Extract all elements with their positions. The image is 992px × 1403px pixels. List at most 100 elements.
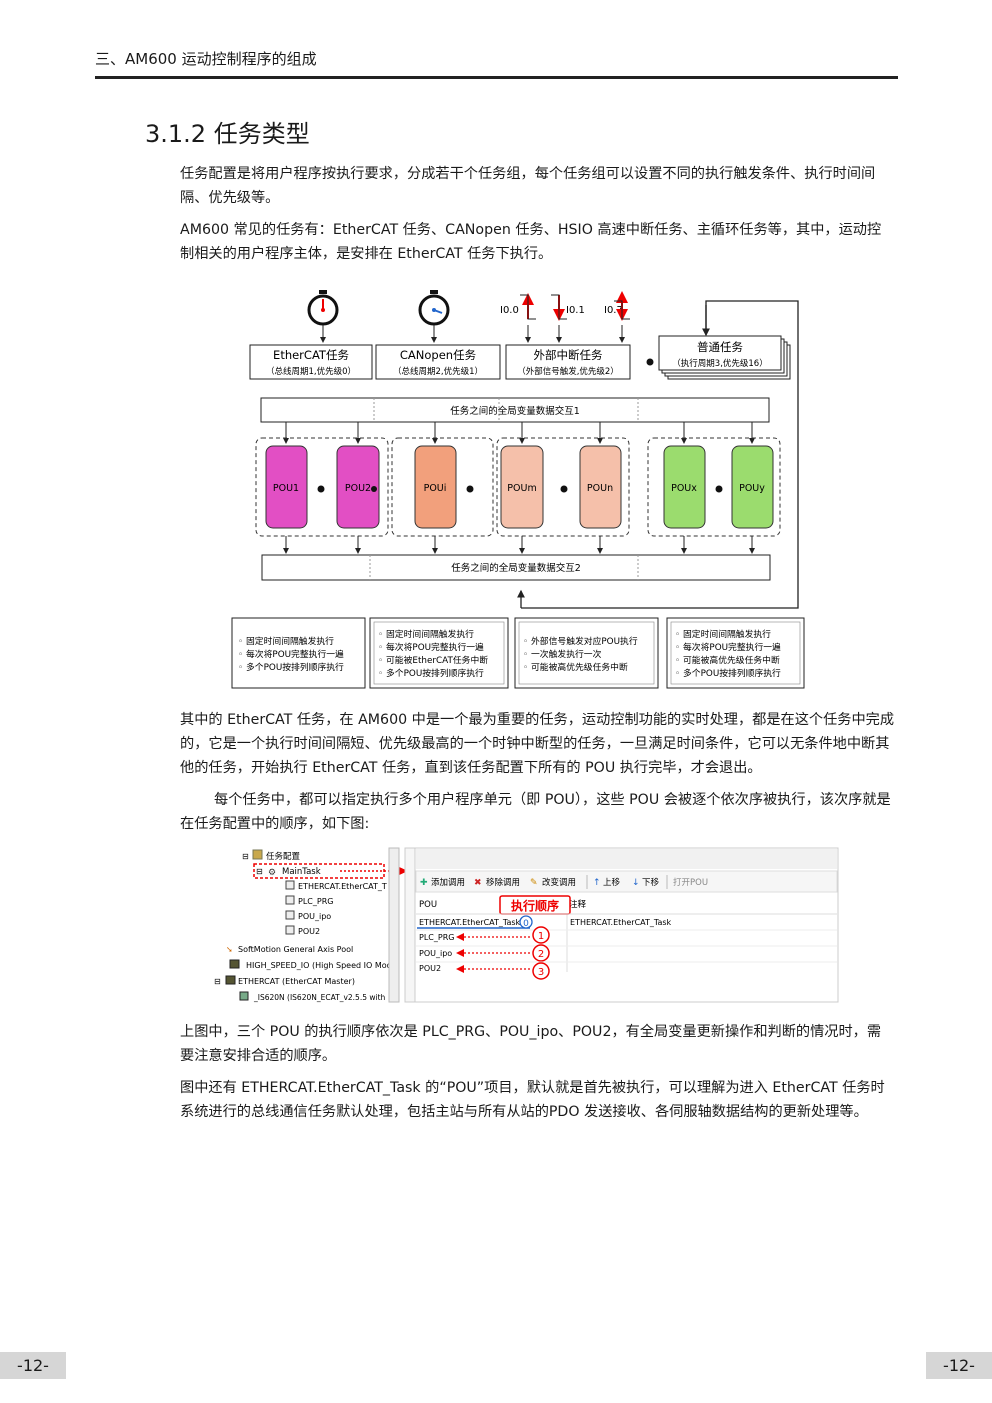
svg-text:任务之间的全局变量数据交互2: 任务之间的全局变量数据交互2	[451, 562, 581, 574]
data-exchange-bar-2: 任务之间的全局变量数据交互2	[261, 554, 771, 581]
svg-text:（执行周期3,优先级16）: （执行周期3,优先级16）	[672, 358, 767, 369]
device-tree[interactable]: ⊟ 任务配置 ⊟ ⚙ MainTask ETHERCAT.EtherCAT_T …	[214, 849, 408, 1002]
call-table: POU 注释 执行顺序 ETHERCAT.EtherCAT_Task ETHER…	[416, 895, 837, 980]
edit-icon: ✎	[530, 878, 538, 888]
svg-text:3: 3	[538, 967, 544, 978]
svg-text:◦ 可能被高优先级任务中断: ◦ 可能被高优先级任务中断	[523, 661, 628, 673]
axis-pool-icon: ➘	[226, 945, 233, 954]
svg-text:1: 1	[538, 931, 544, 942]
toolbar: ✚ 添加调用 ✖ 移除调用 ✎ 改变调用 ↑ 上移 ↓ 下移 打开POU	[420, 875, 708, 889]
paragraph-6: 图中还有 ETHERCAT.EtherCAT_Task 的“POU”项目，默认就…	[180, 1080, 885, 1120]
svg-text:◦ 每次将POU完整执行一遍: ◦ 每次将POU完整执行一遍	[378, 641, 484, 653]
svg-text:POU2: POU2	[419, 964, 441, 973]
plus-icon: ✚	[420, 878, 428, 888]
pou-block: POUi	[414, 445, 457, 529]
folder-icon	[252, 849, 263, 860]
paragraph-3: 其中的 EtherCAT 任务，在 AM600 中是一个最为重要的任务，运动控制…	[180, 712, 895, 776]
io-label-i07: I0.7	[604, 305, 623, 316]
task-canopen: CANopen任务 （总线周期2,优先级1）	[375, 344, 501, 380]
change-call-button[interactable]: ✎ 改变调用	[530, 877, 576, 888]
table-row[interactable]: ETHERCAT.EtherCAT_Task ETHERCAT.EtherCAT…	[417, 915, 672, 929]
svg-text:◦ 多个POU按排列顺序执行: ◦ 多个POU按排列顺序执行	[378, 667, 484, 679]
svg-text:打开POU: 打开POU	[673, 877, 708, 888]
add-call-button[interactable]: ✚ 添加调用	[420, 877, 465, 888]
move-up-button[interactable]: ↑ 上移	[593, 877, 621, 888]
pou-block: POUm	[500, 445, 544, 529]
table-row[interactable]: POU2 3	[419, 962, 550, 980]
table-row[interactable]: POU_ipo 2	[419, 944, 550, 962]
svg-text:⊟: ⊟	[242, 852, 249, 861]
svg-text:（外部信号触发,优先级2）: （外部信号触发,优先级2）	[517, 366, 619, 377]
svg-text:任务配置: 任务配置	[266, 851, 301, 862]
svg-text:◦ 多个POU按排列顺序执行: ◦ 多个POU按排列顺序执行	[238, 661, 344, 673]
svg-text:下移: 下移	[642, 877, 660, 888]
note-box-4: ◦ 固定时间间隔触发执行 ◦ 每次将POU完整执行一遍 ◦ 可能被高优先级任务中…	[666, 617, 805, 689]
svg-text:POUn: POUn	[587, 483, 613, 494]
svg-text:⊟: ⊟	[256, 867, 263, 876]
svg-text:上移: 上移	[603, 877, 621, 888]
clock-icon	[418, 290, 450, 343]
move-down-button[interactable]: ↓ 下移	[632, 877, 660, 888]
svg-text:POU2: POU2	[298, 927, 320, 936]
svg-text:EtherCAT任务: EtherCAT任务	[273, 348, 349, 362]
svg-text:HIGH_SPEED_IO (High Speed IO M: HIGH_SPEED_IO (High Speed IO Mod	[246, 961, 392, 970]
column-header-pou: POU	[419, 900, 437, 910]
svg-text:◦ 每次将POU完整执行一遍: ◦ 每次将POU完整执行一遍	[238, 648, 344, 660]
svg-text:添加调用: 添加调用	[431, 877, 465, 888]
table-row[interactable]: PLC_PRG 1	[419, 926, 550, 944]
svg-text:◦ 一次触发执行一次: ◦ 一次触发执行一次	[523, 648, 602, 660]
svg-text:◦ 外部信号触发对应POU执行: ◦ 外部信号触发对应POU执行	[523, 635, 638, 647]
task-config-screenshot: ⊟ 任务配置 ⊟ ⚙ MainTask ETHERCAT.EtherCAT_T …	[212, 846, 840, 1004]
paragraph-5: 上图中，三个 POU 的执行顺序依次是 PLC_PRG、POU_ipo、POU2…	[180, 1024, 882, 1064]
task-external-interrupt: 外部中断任务 （外部信号触发,优先级2）	[505, 344, 631, 380]
svg-text:执行顺序: 执行顺序	[511, 898, 559, 913]
clock-icon	[307, 290, 339, 343]
page-header: 三、AM600 运动控制程序的组成	[95, 50, 317, 68]
svg-text:POU1: POU1	[273, 483, 299, 494]
svg-text:◦ 固定时间间隔触发执行: ◦ 固定时间间隔触发执行	[675, 628, 771, 640]
svg-text:⊟: ⊟	[214, 977, 221, 986]
svg-text:改变调用: 改变调用	[542, 877, 576, 888]
pou-block: POU2	[336, 445, 380, 529]
arrow-up-icon: ↑	[593, 878, 601, 888]
tree-scrollbar[interactable]	[388, 847, 400, 1003]
pou-block: POU1	[265, 445, 308, 529]
svg-text:（总线周期1,优先级0）: （总线周期1,优先级0）	[266, 366, 356, 377]
open-pou-button[interactable]: 打开POU	[673, 877, 708, 888]
svg-text:_IS620N (IS620N_ECAT_v2.5.5 wi: _IS620N (IS620N_ECAT_v2.5.5 with	[253, 993, 386, 1002]
svg-text:ETHERCAT (EtherCAT Master): ETHERCAT (EtherCAT Master)	[238, 977, 355, 986]
note-box-3: ◦ 外部信号触发对应POU执行 ◦ 一次触发执行一次 ◦ 可能被高优先级任务中断	[514, 617, 659, 689]
svg-text:ETHERCAT.EtherCAT_T: ETHERCAT.EtherCAT_T	[298, 882, 387, 891]
svg-text:ETHERCAT.EtherCAT_Task: ETHERCAT.EtherCAT_Task	[570, 918, 672, 927]
svg-text:CANopen任务: CANopen任务	[400, 348, 477, 362]
section-title: 3.1.2 任务类型	[145, 120, 310, 148]
svg-text:◦ 固定时间间隔触发执行: ◦ 固定时间间隔触发执行	[378, 628, 474, 640]
note-box-1: ◦ 固定时间间隔触发执行 ◦ 每次将POU完整执行一遍 ◦ 多个POU按排列顺序…	[231, 617, 366, 689]
svg-text:◦ 每次将POU完整执行一遍: ◦ 每次将POU完整执行一遍	[675, 641, 781, 653]
arrow-down-icon: ↓	[632, 878, 640, 888]
note-box-2: ◦ 固定时间间隔触发执行 ◦ 每次将POU完整执行一遍 ◦ 可能被EtherCA…	[369, 617, 509, 689]
paragraph-2: AM600 常见的任务有：EtherCAT 任务、CANopen 任务、HSIO…	[180, 222, 882, 262]
signal-pulse-icon	[520, 291, 630, 343]
data-exchange-bar-1: 任务之间的全局变量数据交互1	[260, 397, 770, 423]
svg-text:POUm: POUm	[507, 483, 536, 494]
remove-call-button[interactable]: ✖ 移除调用	[474, 877, 520, 888]
svg-text:◦ 可能被高优先级任务中断: ◦ 可能被高优先级任务中断	[675, 654, 780, 666]
page-number-right: -12-	[926, 1352, 992, 1379]
header-rule	[95, 76, 898, 79]
svg-text:（总线周期2,优先级1）: （总线周期2,优先级1）	[393, 366, 483, 377]
svg-text:◦ 多个POU按排列顺序执行: ◦ 多个POU按排列顺序执行	[675, 667, 781, 679]
page-number-left: -12-	[0, 1352, 66, 1379]
svg-text:POU2: POU2	[345, 483, 371, 494]
svg-text:POU_ipo: POU_ipo	[419, 949, 452, 958]
svg-text:POUy: POUy	[739, 483, 765, 494]
task-gear-icon: ⚙	[268, 868, 276, 878]
svg-text:普通任务: 普通任务	[697, 340, 743, 354]
cross-icon: ✖	[474, 878, 482, 888]
io-label-i00: I0.0	[500, 305, 519, 316]
svg-text:POU_ipo: POU_ipo	[298, 912, 331, 921]
task-ethercat: EtherCAT任务 （总线周期1,优先级0）	[249, 344, 373, 380]
paragraph-1: 任务配置是将用户程序按执行要求，分成若干个任务组，每个任务组可以设置不同的执行触…	[180, 166, 876, 206]
tree-item-maintask[interactable]: MainTask	[282, 867, 321, 877]
svg-text:ETHERCAT.EtherCAT_Task: ETHERCAT.EtherCAT_Task	[419, 918, 521, 927]
